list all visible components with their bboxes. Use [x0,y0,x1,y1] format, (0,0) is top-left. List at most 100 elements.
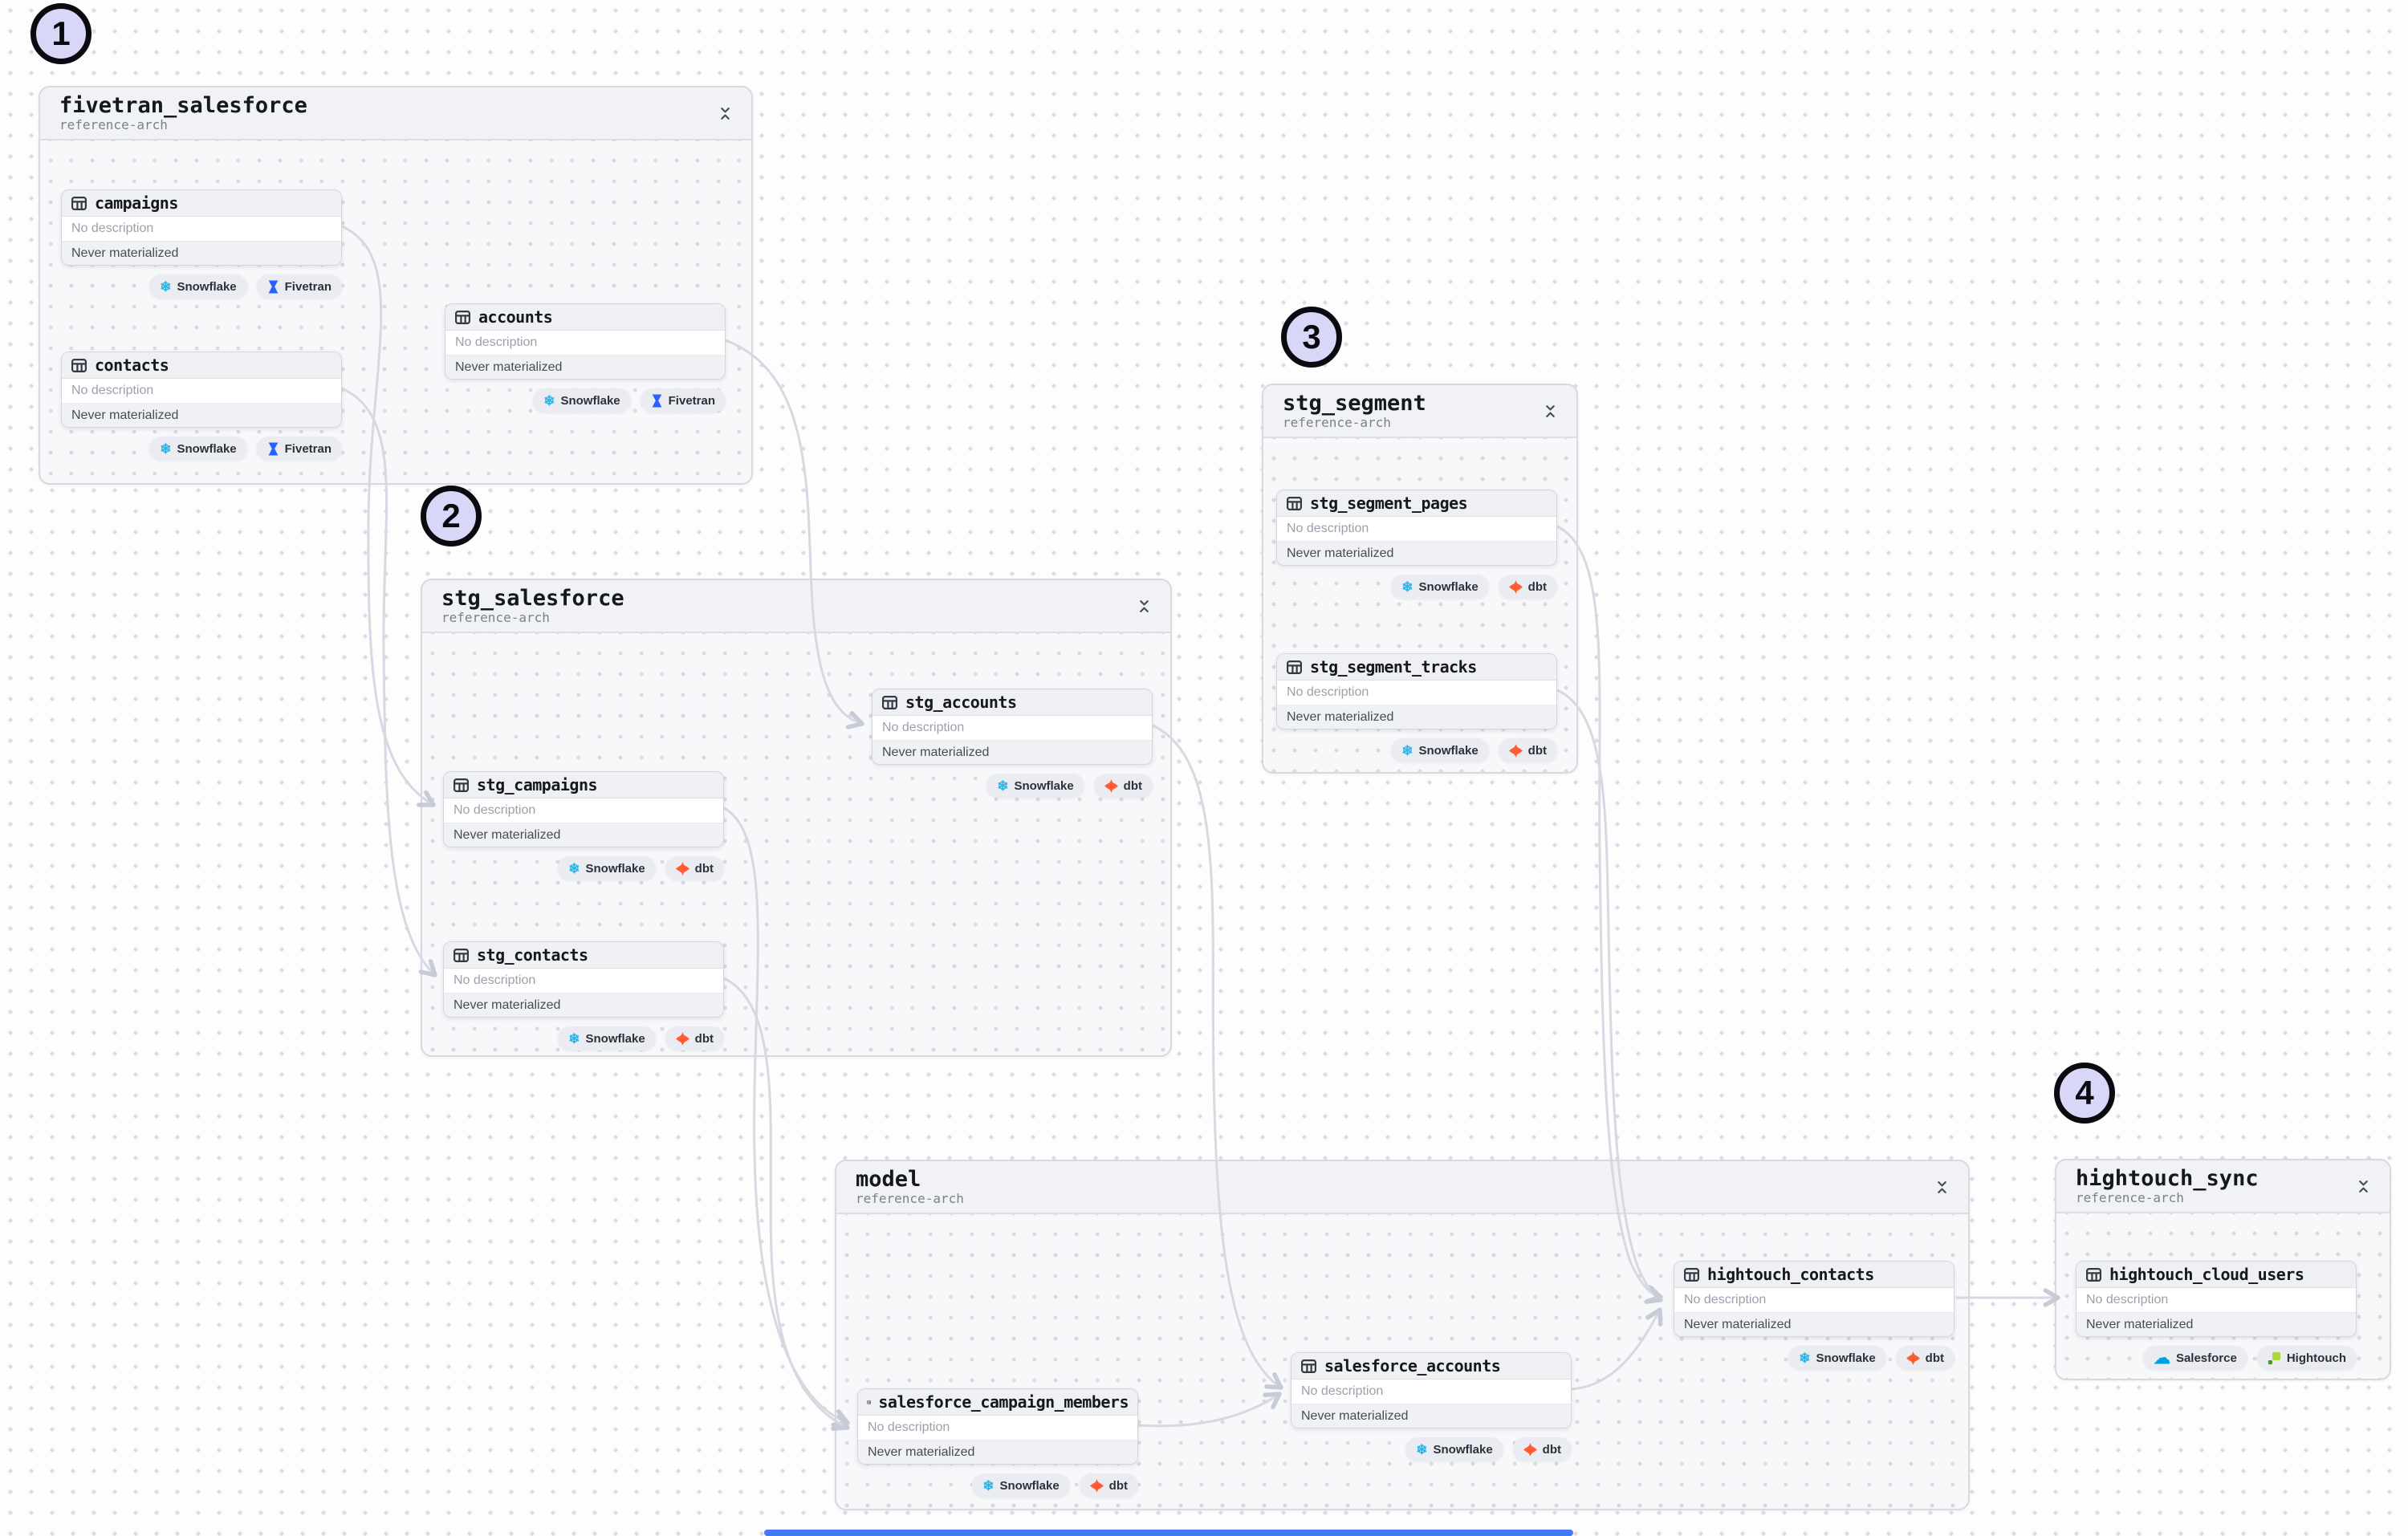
group-title: hightouch_sync [2076,1166,2259,1191]
badge-snowflake: ❄ Snowflake [986,774,1084,798]
badge-label: Snowflake [585,1031,645,1046]
badge-snowflake: ❄Snowflake [1391,738,1489,762]
group-collapse-button[interactable] [1538,399,1562,423]
node-description: No description [1291,1380,1571,1404]
badge-label: Snowflake [585,861,645,876]
node-header: hightouch_cloud_users [2076,1262,2356,1288]
badge-label: Snowflake [999,1478,1060,1493]
node-title: stg_contacts [477,945,588,965]
badge-label: Fivetran [284,441,332,456]
node-materialization: Never materialized [1674,1313,1954,1336]
fivetran-icon [268,280,278,293]
badge-label: Snowflake [1014,778,1074,793]
group-title: fivetran_salesforce [59,93,307,118]
badge-snowflake: ❄Snowflake [149,274,247,299]
node-header: stg_contacts [444,942,723,969]
badge-label: Snowflake [177,279,237,294]
badge-label: dbt [694,861,714,876]
node-header: campaigns [62,190,341,217]
node-header: accounts [445,304,725,331]
node-materialization: Never materialized [872,741,1152,764]
node-materialization: Never materialized [444,823,723,847]
node-description: No description [2076,1288,2356,1313]
node-materialization: Never materialized [1291,1404,1571,1428]
node-title: stg_segment_pages [1310,494,1468,513]
group-title: stg_segment [1283,391,1426,416]
node-header: hightouch_contacts [1674,1262,1954,1288]
snowflake-icon: ❄ [997,778,1009,794]
badge-label: Snowflake [560,393,620,408]
node-title: stg_campaigns [477,775,598,794]
node-materialization: Never materialized [445,356,725,379]
badge-snowflake: ❄Snowflake [149,437,247,461]
table-icon [2085,1267,2102,1282]
node-header: stg_campaigns [444,772,723,798]
badge-dbt: dbt [1093,774,1153,798]
badge-salesforce: ☁Salesforce [2142,1346,2247,1370]
node-description: No description [445,331,725,356]
badge-label: dbt [1527,579,1547,594]
badge-dbt: dbt [1079,1473,1138,1497]
snowflake-icon: ❄ [1799,1350,1811,1366]
badge-dbt: dbt [1895,1346,1954,1370]
node-badges-stg_campaigns: ❄Snowflake dbt [443,856,724,880]
dbt-icon [1508,579,1523,594]
badge-label: Salesforce [2175,1351,2237,1365]
snowflake-icon: ❄ [160,441,172,457]
horizontal-scrollbar[interactable] [764,1530,1573,1536]
badge-label: dbt [1542,1442,1561,1457]
node-title: campaigns [95,193,178,213]
group-collapse-button[interactable] [2351,1174,2375,1198]
group-title: model [856,1167,921,1192]
annotation-circle-2: 2 [421,486,482,547]
badge-dbt: dbt [665,856,724,880]
node-header: salesforce_accounts [1291,1353,1571,1380]
node-header: stg_accounts [872,689,1152,716]
node-materialization: Never materialized [62,242,341,265]
badge-label: Snowflake [1418,743,1479,758]
badge-label: dbt [694,1031,714,1046]
annotation-circle-3: 3 [1281,307,1342,368]
snowflake-icon: ❄ [1401,579,1413,595]
annotation-circle-4: 4 [2054,1063,2115,1124]
node-description: No description [1674,1288,1954,1313]
badge-label: Snowflake [1816,1351,1876,1365]
collapse-icon [1545,404,1555,417]
node-badges-stg_accounts: ❄ Snowflake dbt [872,774,1153,798]
hightouch-icon [2268,1351,2280,1364]
badge-label: dbt [1925,1351,1944,1365]
badge-dbt: dbt [665,1026,724,1050]
node-description: No description [1277,681,1556,705]
badge-dbt: dbt [1512,1437,1572,1461]
group-collapse-button[interactable] [1930,1175,1954,1199]
table-icon [881,695,898,709]
group-collapse-button[interactable] [713,101,737,125]
badge-label: Snowflake [1433,1442,1493,1457]
node-title: hightouch_contacts [1707,1265,1874,1284]
group-collapse-button[interactable] [1132,594,1156,618]
badge-snowflake: ❄Snowflake [558,856,656,880]
